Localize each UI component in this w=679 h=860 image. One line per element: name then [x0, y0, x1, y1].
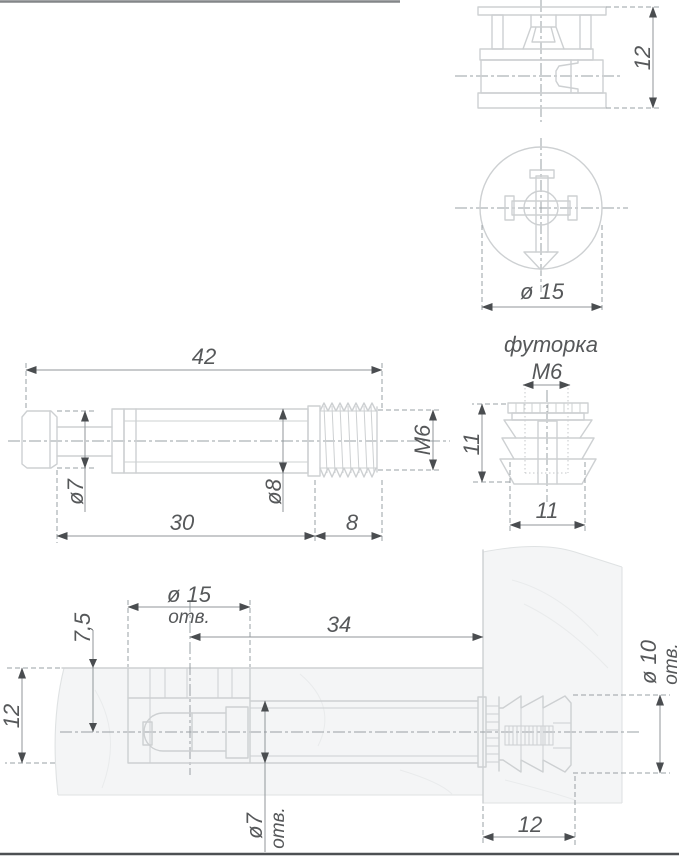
insert-height-dim: 11 — [459, 433, 484, 456]
cam-diameter-dim: ø 15 — [520, 279, 565, 304]
assembly-cam — [127, 667, 251, 764]
assembly-insert — [498, 695, 572, 773]
assembly-view: ø 15 отв. 34 7,5 12 ø7 отв. ø 10 отв. 12 — [0, 545, 679, 852]
insert-width-dim: 11 — [536, 498, 559, 523]
assembly-bolt — [249, 696, 500, 768]
insert-view: футорка M6 11 11 — [459, 332, 598, 532]
insert-thread-spec-dim: M6 — [532, 359, 563, 384]
insert-title: футорка — [504, 332, 598, 357]
cam-direction-arrow — [523, 251, 559, 271]
cam-hole-suffix: отв. — [168, 607, 210, 628]
insert-hole-suffix: отв. — [661, 643, 679, 685]
bolt-view: 42 ø7 ø8 30 8 M6 — [8, 344, 450, 543]
center-to-panel-dim: 34 — [327, 612, 351, 637]
bolt-thread-length-dim: 8 — [346, 510, 359, 535]
bolt-shaft-length-dim: 30 — [170, 510, 195, 535]
bolt-hole-diameter-dim: ø7 — [242, 812, 267, 838]
bolt-length-dim: 42 — [192, 344, 216, 369]
insert-hole-diameter-dim: ø 10 — [636, 639, 661, 684]
cam-depth-dim: 12 — [0, 704, 24, 728]
surface-to-center-dim: 7,5 — [70, 612, 95, 643]
vertical-panel — [483, 546, 622, 803]
bolt-thread-spec-dim: M6 — [410, 424, 435, 455]
bolt-head-diameter-dim: ø7 — [63, 478, 88, 504]
bolt-hole-suffix: отв. — [268, 807, 289, 849]
cam-height-dim: 12 — [630, 46, 655, 70]
cam-side-view: 12 — [455, 0, 662, 122]
insert-depth-dim: 12 — [518, 812, 542, 837]
cam-hole-diameter-dim: ø 15 — [167, 582, 212, 607]
bolt-shaft-diameter-dim: ø8 — [261, 478, 286, 504]
cam-face-view: ø 15 — [455, 138, 628, 313]
